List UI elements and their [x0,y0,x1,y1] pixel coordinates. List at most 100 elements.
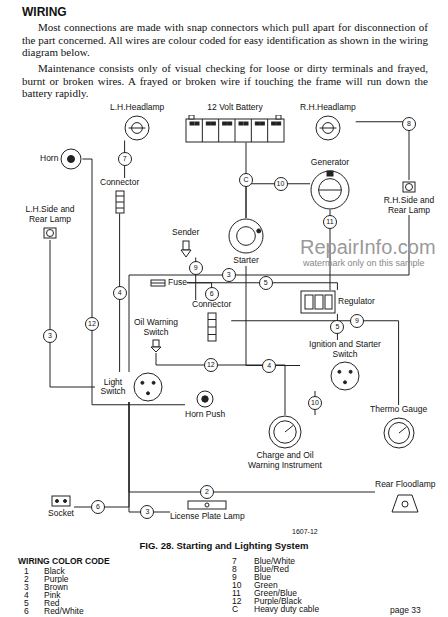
code-color: Blue/Red [254,565,289,573]
code-color: Pink [44,591,61,599]
code-number: 12 [232,597,241,605]
component-label: L.H.Side and Rear Lamp [22,205,78,224]
wire-number: 4 [113,286,127,300]
component: Regulator [300,290,375,314]
component: Sender [172,228,199,258]
code-color: Blue/White [254,557,295,565]
component: License Plate Lamp [170,500,245,522]
code-color: Green/Blue [254,589,297,597]
lamp-symbol [124,115,150,141]
component: Horn [40,148,82,170]
component-label: Regulator [338,297,375,307]
component-label: Light Switch [95,378,131,397]
conn-symbol [115,190,125,214]
component-label: Oil Warning Switch [130,318,182,337]
component-label: Starter [233,256,259,266]
wire [50,240,95,387]
wire [356,122,409,180]
component-label: Fuse [168,278,187,288]
page-number: page 33 [390,606,421,614]
wire-number: 6 [205,287,219,301]
component-label: Rear Floodlamp [375,480,435,490]
component-label: L.H.Headlamp [110,103,164,113]
component-label: Horn [40,154,58,164]
component: Generator [310,158,350,210]
component: L.H.Headlamp [110,103,164,141]
wire [231,321,398,405]
code-number: 5 [24,599,29,607]
wire-number: 12 [85,317,99,331]
wire-number: 9 [350,314,364,328]
code-color: Green [254,581,278,589]
component-label: Generator [311,158,349,168]
code-number: 6 [24,607,29,615]
component: Light Switch [95,372,163,402]
component: Ignition and Starter Switch [300,340,390,391]
component-label: Charge and Oil Warning Instrument [240,451,330,470]
gen-symbol [310,170,350,210]
component: Rear Floodlamp [375,480,435,514]
component-label: Sender [172,228,199,238]
component: R.H.Headlamp [300,103,356,141]
code-number: 11 [232,589,241,597]
flood-symbol [390,492,420,514]
component-label: Thermo Gauge [370,405,427,415]
small-symbol [42,226,58,240]
wire-number: 3 [140,505,154,519]
wire-number: 6 [91,500,105,514]
component: Oil Warning Switch [130,318,182,353]
wire-number: 4 [262,359,276,373]
lamp-symbol [315,115,341,141]
code-color: Purple [44,575,69,583]
wire [156,353,285,415]
component-label: Ignition and Starter Switch [300,340,390,359]
reg-symbol [300,290,336,314]
code-color: Black [44,567,65,575]
code-number: 2 [24,575,29,583]
component-label: License Plate Lamp [170,512,245,522]
wire-number: 10 [308,396,322,410]
component: 12 Volt Battery [185,103,285,143]
code-number: 10 [232,581,241,589]
wire-number: 7 [118,152,132,166]
watermark-note: watermark only on this sample [303,258,425,268]
sender-symbol [180,240,192,258]
table-heading: WIRING COLOR CODE [18,557,110,566]
conn-symbol [207,312,217,342]
code-color: Blue [254,573,271,581]
wire [246,266,300,366]
component-label: Connector [192,300,231,310]
body-paragraph: Maintenance consists only of visual chec… [22,62,428,100]
drawing-number: 1607-12 [292,528,318,535]
fuse-symbol [150,279,166,287]
wire-number: 5 [259,276,273,290]
code-number: 7 [232,557,237,565]
component-label: Connector [100,178,139,188]
wire-number: 12 [204,358,218,372]
code-number: C [232,605,238,613]
body-paragraph: Most connections are made with snap conn… [22,21,428,59]
figure-caption: FIG. 28. Starting and Lighting System [80,540,368,551]
code-color: Red/White [44,607,84,615]
code-color: Heavy duty cable [254,605,319,613]
code-color: Purple/Black [254,597,302,605]
wire [129,402,170,512]
component: Connector [100,178,139,214]
wire-number: 3 [222,268,236,282]
plate-symbol [187,500,227,510]
component-label: R.H.Headlamp [300,103,356,113]
battery-symbol [185,115,285,143]
watermark: RepairInfo.com [300,236,436,259]
code-number: 9 [232,573,237,581]
component: Horn Push [185,390,225,420]
component: Connector [192,300,231,342]
wire-number: 9 [189,261,203,275]
wire-number: 10 [274,177,288,191]
wire [74,402,129,507]
component-label: Horn Push [185,410,225,420]
component-label: 12 Volt Battery [207,103,262,113]
code-number: 3 [24,583,29,591]
component: Socket [48,495,74,519]
push-symbol [196,390,214,408]
switch-symbol [133,372,163,402]
